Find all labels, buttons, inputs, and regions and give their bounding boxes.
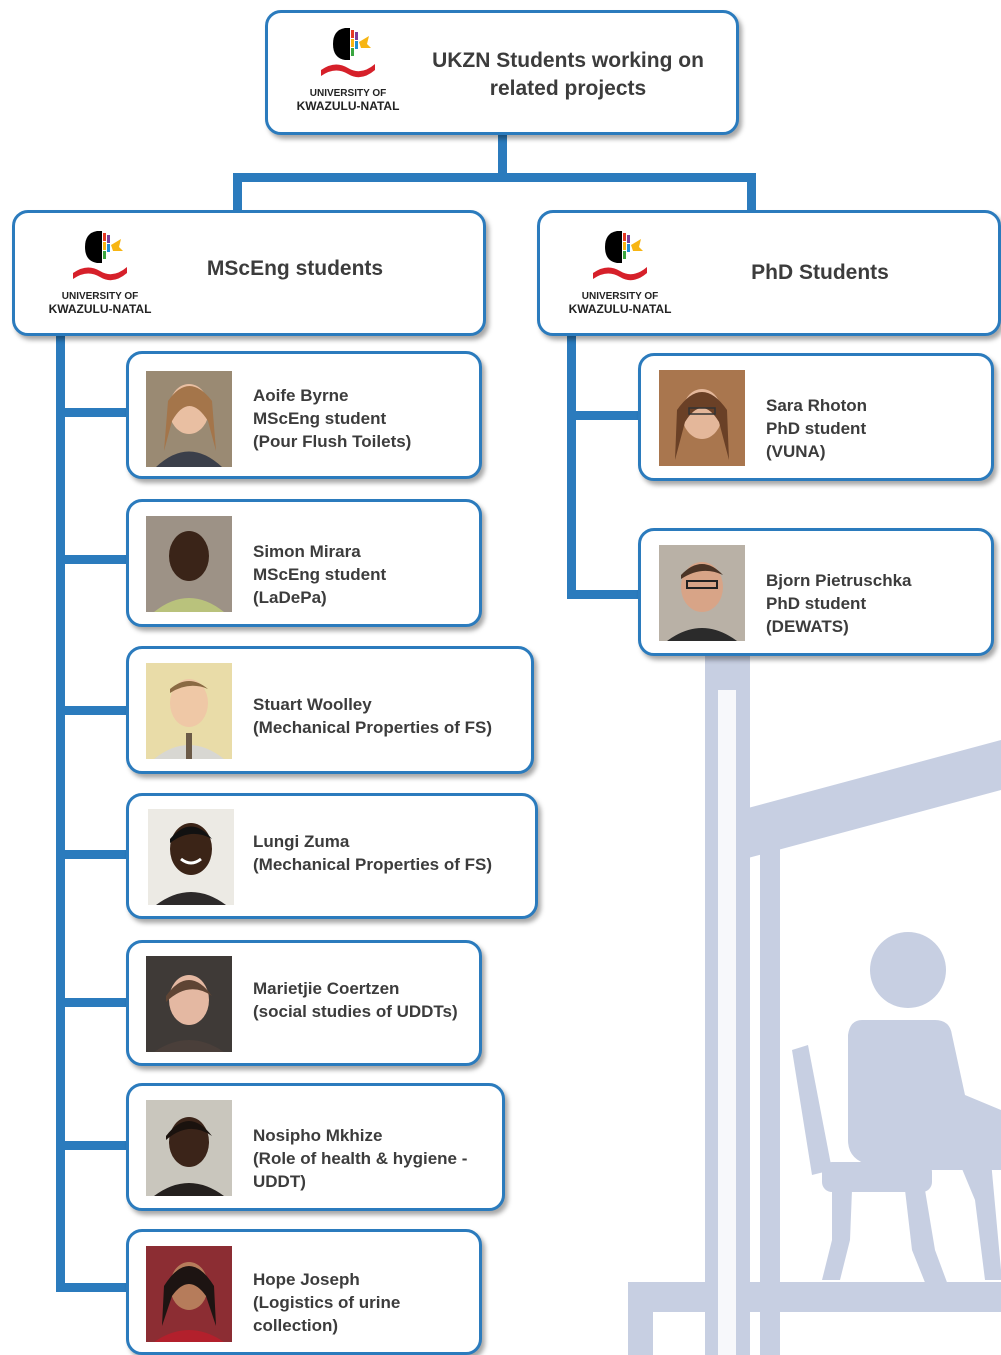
student-card: Aoife Byrne MScEng student (Pour Flush T…	[126, 351, 482, 479]
logo-line2: KWAZULU-NATAL	[568, 302, 672, 316]
student-label: Simon Mirara MScEng student (LaDePa)	[253, 542, 387, 607]
ukzn-crest-icon	[321, 28, 375, 78]
logo-line1: UNIVERSITY OF	[61, 291, 139, 302]
student-label: Nosipho Mkhize (Role of health & hygiene…	[253, 1126, 468, 1191]
logo-line1: UNIVERSITY OF	[309, 88, 387, 99]
msc-node: UNIVERSITY OF KWAZULU-NATAL MScEng stude…	[12, 210, 486, 336]
student-label: Lungi Zuma (Mechanical Properties of FS)	[253, 832, 492, 874]
phd-node: UNIVERSITY OF KWAZULU-NATAL PhD Students	[537, 210, 1001, 336]
student-photo	[146, 663, 232, 759]
student-label: Bjorn Pietruschka PhD student (DEWATS)	[766, 571, 912, 636]
ukzn-crest-icon	[593, 231, 647, 281]
student-label: Aoife Byrne MScEng student (Pour Flush T…	[253, 386, 412, 451]
student-card: Stuart Woolley (Mechanical Properties of…	[126, 646, 534, 774]
student-label: Marietjie Coertzen (social studies of UD…	[253, 979, 458, 1021]
root-title: UKZN Students working on related project…	[432, 49, 704, 100]
student-photo	[146, 371, 232, 467]
student-label: Sara Rhoton PhD student (VUNA)	[766, 396, 868, 461]
student-card: Simon Mirara MScEng student (LaDePa)	[126, 499, 482, 627]
student-photo	[148, 809, 234, 905]
msc-title: MScEng students	[206, 257, 384, 280]
student-photo	[146, 1100, 232, 1196]
ukzn-crest-icon	[73, 231, 127, 281]
ukzn-logo: UNIVERSITY OF KWAZULU-NATAL	[35, 221, 165, 321]
student-photo	[659, 545, 745, 641]
student-card: Sara Rhoton PhD student (VUNA)	[638, 353, 994, 481]
ukzn-logo: UNIVERSITY OF KWAZULU-NATAL	[283, 18, 413, 118]
student-photo	[146, 1246, 232, 1342]
phd-title: PhD Students	[751, 261, 889, 284]
student-card: Hope Joseph (Logistics of urine collecti…	[126, 1229, 482, 1355]
student-card: Lungi Zuma (Mechanical Properties of FS)	[126, 793, 538, 919]
root-node: UNIVERSITY OF KWAZULU-NATAL UKZN Student…	[265, 10, 739, 135]
student-card: Marietjie Coertzen (social studies of UD…	[126, 940, 482, 1066]
logo-line2: KWAZULU-NATAL	[48, 302, 152, 316]
logo-line2: KWAZULU-NATAL	[296, 99, 400, 113]
ukzn-logo: UNIVERSITY OF KWAZULU-NATAL	[555, 221, 685, 321]
student-label: Stuart Woolley (Mechanical Properties of…	[253, 695, 492, 737]
student-label: Hope Joseph (Logistics of urine collecti…	[253, 1270, 401, 1335]
logo-line1: UNIVERSITY OF	[581, 291, 659, 302]
student-card: Bjorn Pietruschka PhD student (DEWATS)	[638, 528, 994, 656]
student-photo	[146, 956, 232, 1052]
student-photo	[146, 516, 232, 612]
student-card: Nosipho Mkhize (Role of health & hygiene…	[126, 1083, 505, 1211]
student-photo	[659, 370, 745, 466]
